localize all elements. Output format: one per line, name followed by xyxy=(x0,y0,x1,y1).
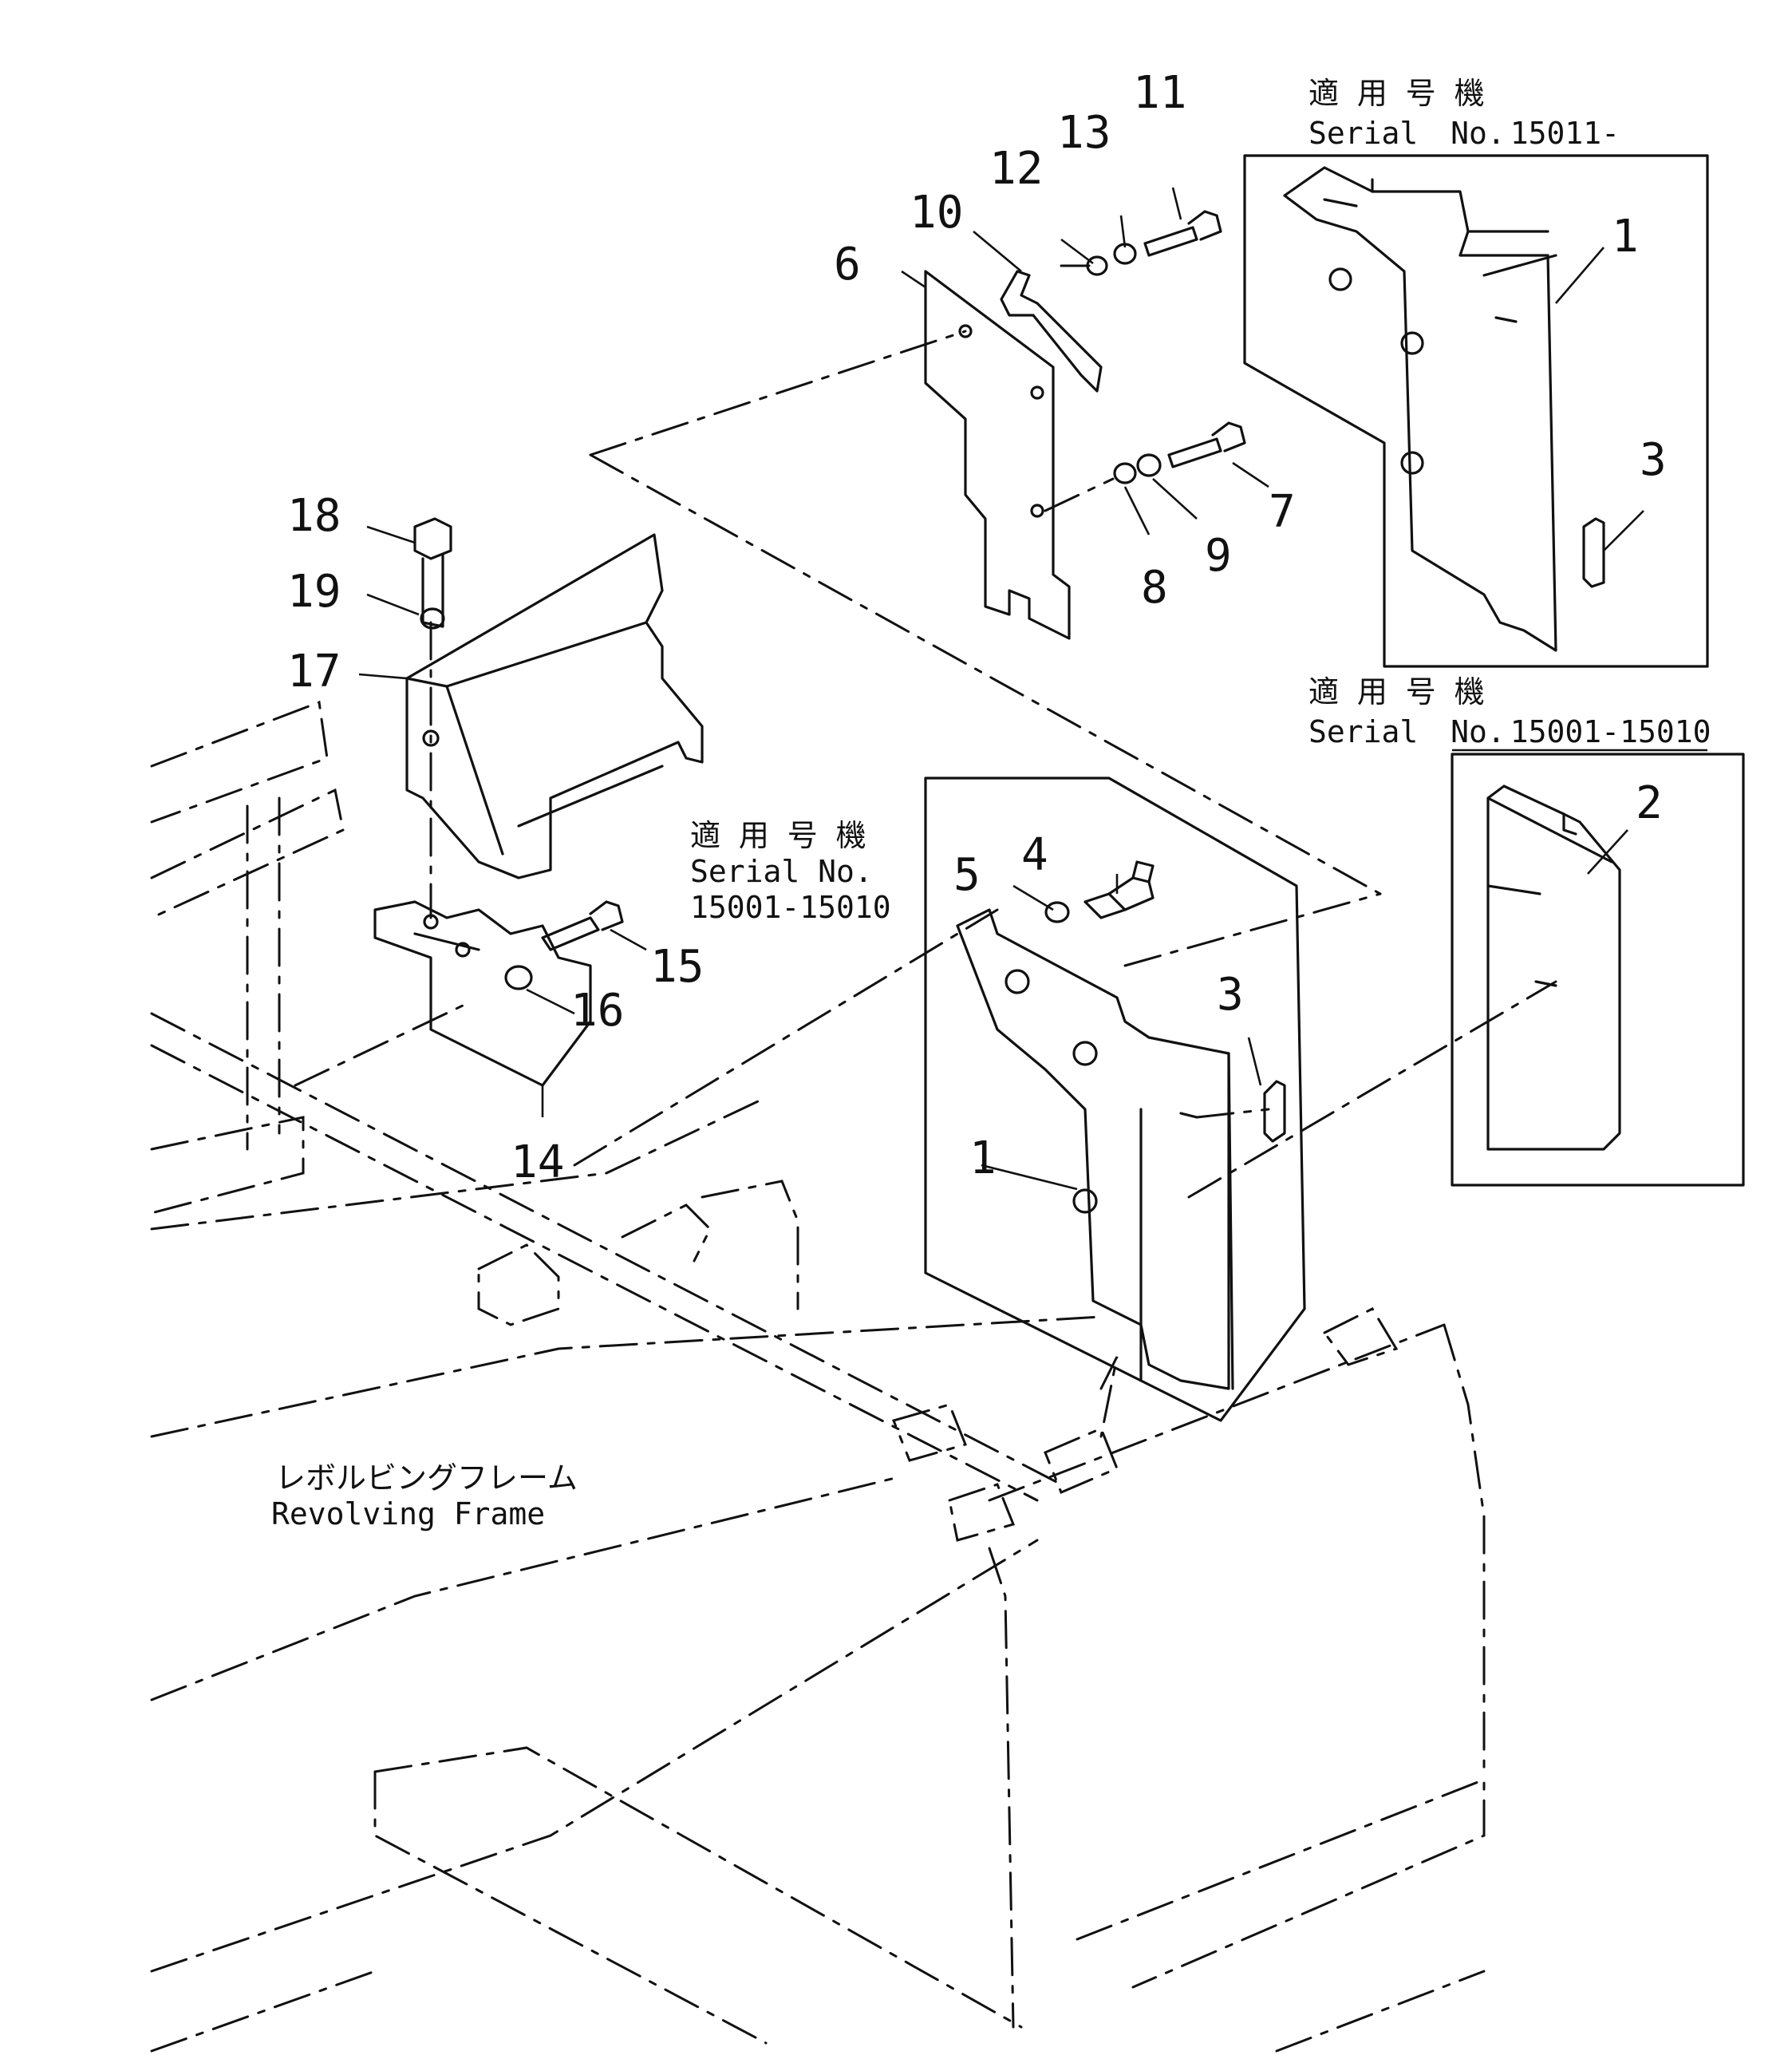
callout-2: 2 xyxy=(1636,777,1663,829)
callout-19: 19 xyxy=(287,566,341,618)
serial-mid-jp: 適 用 号 機 xyxy=(1308,674,1485,709)
serial-box-15001-15010 xyxy=(1451,753,1745,1187)
frame-caption: レボルビングフレーム Revolving Frame xyxy=(271,1460,578,1531)
serial-box-15011 xyxy=(1243,154,1709,668)
serial-caption-mid: 適 用 号 機 Serial No.15001-15010 xyxy=(1308,674,1711,752)
callout-9: 9 xyxy=(1205,530,1232,582)
plate-6-assembly xyxy=(924,210,1246,640)
callout-10: 10 xyxy=(910,187,963,239)
callout-3-center: 3 xyxy=(1217,969,1244,1021)
callout-8: 8 xyxy=(1141,562,1168,614)
frame-label-en: Revolving Frame xyxy=(271,1496,545,1531)
callout-11: 11 xyxy=(1133,67,1186,119)
callout-1-top: 1 xyxy=(1612,211,1639,263)
revolving-frame-outline xyxy=(150,700,1486,2053)
serial-caption-top: 適 用 号 機 Serial No.15011- xyxy=(1308,76,1620,151)
serial-top-en: Serial No.15011- xyxy=(1308,116,1620,151)
callout-7: 7 xyxy=(1269,486,1296,538)
callout-17: 17 xyxy=(287,646,341,698)
serial-center-line2: Serial No. xyxy=(690,854,873,889)
callout-1-center: 1 xyxy=(969,1132,997,1184)
callout-3-top: 3 xyxy=(1640,434,1667,486)
callout-5: 5 xyxy=(953,849,981,901)
callout-16: 16 xyxy=(570,985,624,1037)
callout-15: 15 xyxy=(650,941,704,993)
callout-6: 6 xyxy=(834,239,861,290)
callout-4: 4 xyxy=(1021,829,1048,881)
callout-14: 14 xyxy=(511,1136,564,1188)
cover-17 xyxy=(405,517,704,879)
callout-18: 18 xyxy=(287,490,341,542)
leader-lines xyxy=(358,187,1644,1191)
callout-numbers: 1 1 2 3 3 4 5 6 7 8 9 10 11 12 13 14 15 … xyxy=(287,67,1667,1188)
frame-label-jp: レボルビングフレーム xyxy=(275,1460,578,1496)
assembly-guide-lines xyxy=(294,264,1557,1199)
serial-top-jp: 適 用 号 機 xyxy=(1308,76,1485,111)
serial-caption-center: 適 用 号 機 Serial No. 15001-15010 xyxy=(690,818,891,925)
serial-mid-en: Serial No.15001-15010 xyxy=(1308,714,1711,749)
serial-center-jp: 適 用 号 機 xyxy=(690,818,866,853)
callout-12: 12 xyxy=(989,143,1043,195)
callout-13: 13 xyxy=(1057,107,1111,159)
assembly-box-center xyxy=(924,777,1306,1422)
serial-center-line3: 15001-15010 xyxy=(690,890,891,925)
